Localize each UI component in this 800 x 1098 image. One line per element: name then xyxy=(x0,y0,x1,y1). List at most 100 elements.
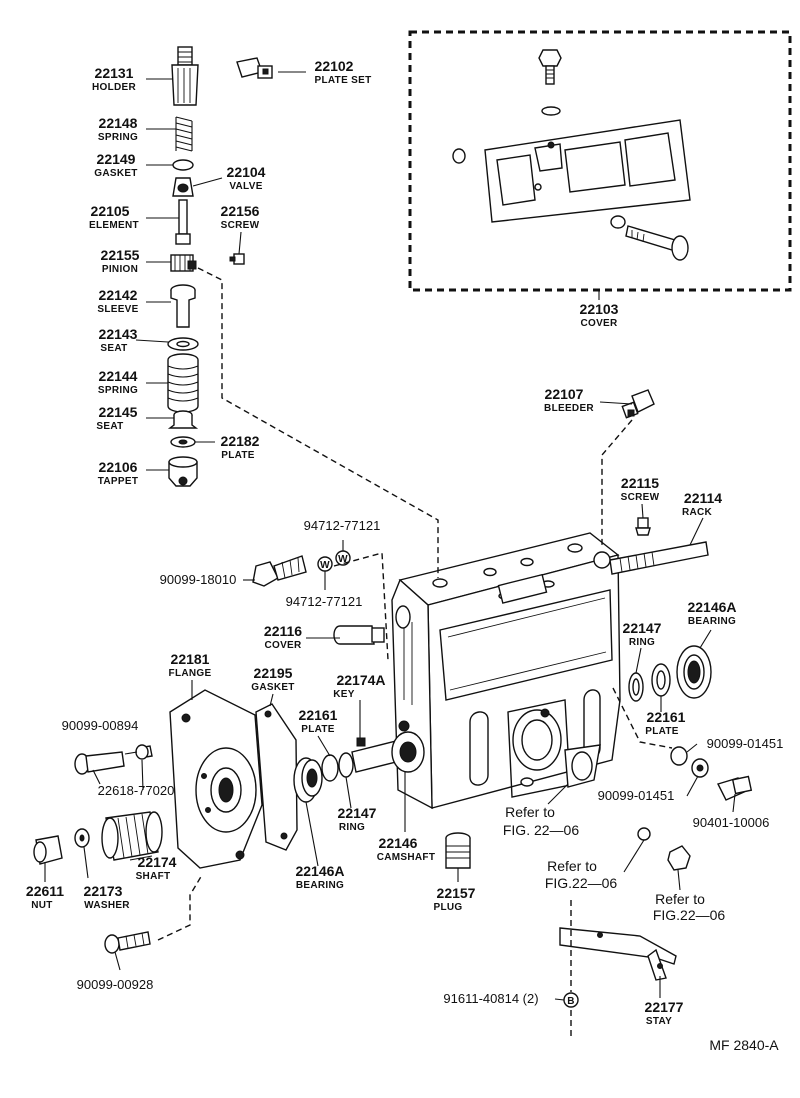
gasket-flange-part xyxy=(255,703,298,851)
callout-name: PLUG xyxy=(434,902,463,913)
leader-screw-upper xyxy=(238,231,242,255)
spring-upper-part xyxy=(175,116,193,152)
callout-number: 22174 xyxy=(138,854,177,870)
ref-c-line1: Refer to xyxy=(655,891,705,907)
callout-number: 22106 xyxy=(99,459,138,475)
valve-part xyxy=(172,177,194,197)
flange-part xyxy=(169,689,263,869)
diagram-id: MF 2840-A xyxy=(709,1037,779,1053)
washer-upper-marker: W xyxy=(338,554,348,565)
ring-right-hole xyxy=(632,678,640,696)
callout-name: RING xyxy=(339,822,365,833)
bolt-left-part xyxy=(74,751,125,775)
part-number-bolt-stay: 91611-40814 (2) xyxy=(443,991,538,1006)
callout-name: PINION xyxy=(102,264,138,275)
plate-set-part xyxy=(236,57,273,79)
pinion-part xyxy=(170,254,197,272)
part-number-bolt-bottom: 90099-00928 xyxy=(77,977,154,992)
callout-name: KEY xyxy=(333,689,354,700)
cover-small-part xyxy=(333,605,411,645)
callout-name: RACK xyxy=(682,507,713,518)
callout-labels: 22131 HOLDER 22102 PLATE SET 22148 SPRIN… xyxy=(26,58,737,1027)
pin-left-part xyxy=(135,744,153,760)
callout-number: 22144 xyxy=(99,368,138,384)
callout-number: 22145 xyxy=(99,404,138,420)
part-number-bolt-right: 90401-10006 xyxy=(693,815,770,830)
leader-valve xyxy=(192,177,223,187)
shaft-part xyxy=(101,811,163,861)
part-number-washer-right-2: 90099-01451 xyxy=(598,788,675,803)
leader-bolt-stay xyxy=(554,998,565,1001)
seat-lower-part xyxy=(167,410,199,429)
part-number-bolt-left: 90099-00894 xyxy=(62,718,139,733)
left-lower-parts: B xyxy=(33,689,691,1008)
figure-references: Refer to FIG. 22—06 Refer to FIG.22—06 R… xyxy=(503,804,726,923)
callout-name: SLEEVE xyxy=(97,304,138,315)
callout-number: 22147 xyxy=(623,620,662,636)
pump-housing xyxy=(391,532,621,810)
callout-number: 22146 xyxy=(379,835,418,851)
callout-name: SPRING xyxy=(98,132,138,143)
callout-name: SEAT xyxy=(96,421,123,432)
callout-name: TAPPET xyxy=(98,476,139,487)
callout-number: 22131 xyxy=(95,65,134,81)
callout-number: 22105 xyxy=(91,203,130,219)
cover-group: 22103 COVER xyxy=(408,30,792,329)
callout-name: FLANGE xyxy=(169,668,212,679)
callout-name: VALVE xyxy=(229,181,262,192)
cover-group-number: 22103 xyxy=(580,301,619,317)
callout-name: ELEMENT xyxy=(89,220,139,231)
washer-hole xyxy=(79,834,85,842)
ref-a-line2: FIG. 22—06 xyxy=(503,822,579,838)
cover-nut-left xyxy=(452,148,466,164)
callout-number: 22116 xyxy=(264,623,302,639)
callout-number: 22195 xyxy=(254,665,293,681)
callout-name: BEARING xyxy=(296,880,344,891)
callout-name: GASKET xyxy=(251,682,294,693)
leader-seat-upper xyxy=(135,339,169,343)
standard-part-labels: 94712-77121 94712-77121 90099-18010 9009… xyxy=(62,518,784,1006)
washer-right-2-hole xyxy=(696,764,704,772)
holder-part xyxy=(171,46,199,106)
gasket-upper-part xyxy=(172,159,194,171)
callout-number: 22143 xyxy=(99,326,138,342)
callout-name: SEAT xyxy=(100,343,127,354)
stay-part xyxy=(559,927,677,981)
callout-name: BEARING xyxy=(688,616,736,627)
part-number-bolt-union: 90099-18010 xyxy=(160,572,237,587)
plate-upper-hole xyxy=(178,439,188,445)
right-parts: W W xyxy=(252,389,753,801)
ring-left-part xyxy=(338,752,354,778)
nut-ref-b-part xyxy=(637,827,651,841)
callout-name: WASHER xyxy=(84,900,130,911)
bolt-right-part xyxy=(717,775,753,801)
cover-bolt-top xyxy=(538,49,562,116)
callout-number: 22611 xyxy=(26,883,64,899)
seal-ring-part xyxy=(564,744,601,788)
callout-number: 22157 xyxy=(437,885,476,901)
callout-number: 22161 xyxy=(647,709,686,725)
callout-number: 22173 xyxy=(84,883,123,899)
right-leaders xyxy=(44,401,736,998)
callout-name: COVER xyxy=(264,640,302,651)
nut-ref-c-part xyxy=(667,845,691,871)
callout-number: 22102 xyxy=(315,58,354,74)
seat-upper-hole xyxy=(176,340,190,348)
ref-b-line2: FIG.22—06 xyxy=(545,875,618,891)
bearing-left-part xyxy=(293,757,323,803)
callout-name: SCREW xyxy=(621,492,660,503)
assembly-lines xyxy=(157,267,673,1040)
callout-number: 22149 xyxy=(97,151,136,167)
cover-group-box xyxy=(408,30,792,292)
callout-name: NUT xyxy=(31,900,52,911)
part-number-pin-left: 22618-77020 xyxy=(98,783,175,798)
stay-bolt-marker: B xyxy=(567,996,575,1007)
screw-upper-part xyxy=(229,253,245,265)
callout-number: 22148 xyxy=(99,115,138,131)
callout-number: 22181 xyxy=(171,651,210,667)
ref-c-line2: FIG.22—06 xyxy=(653,907,726,923)
callout-name: CAMSHAFT xyxy=(377,852,436,863)
callout-name: SHAFT xyxy=(136,871,171,882)
callout-name: BLEEDER xyxy=(544,403,594,414)
